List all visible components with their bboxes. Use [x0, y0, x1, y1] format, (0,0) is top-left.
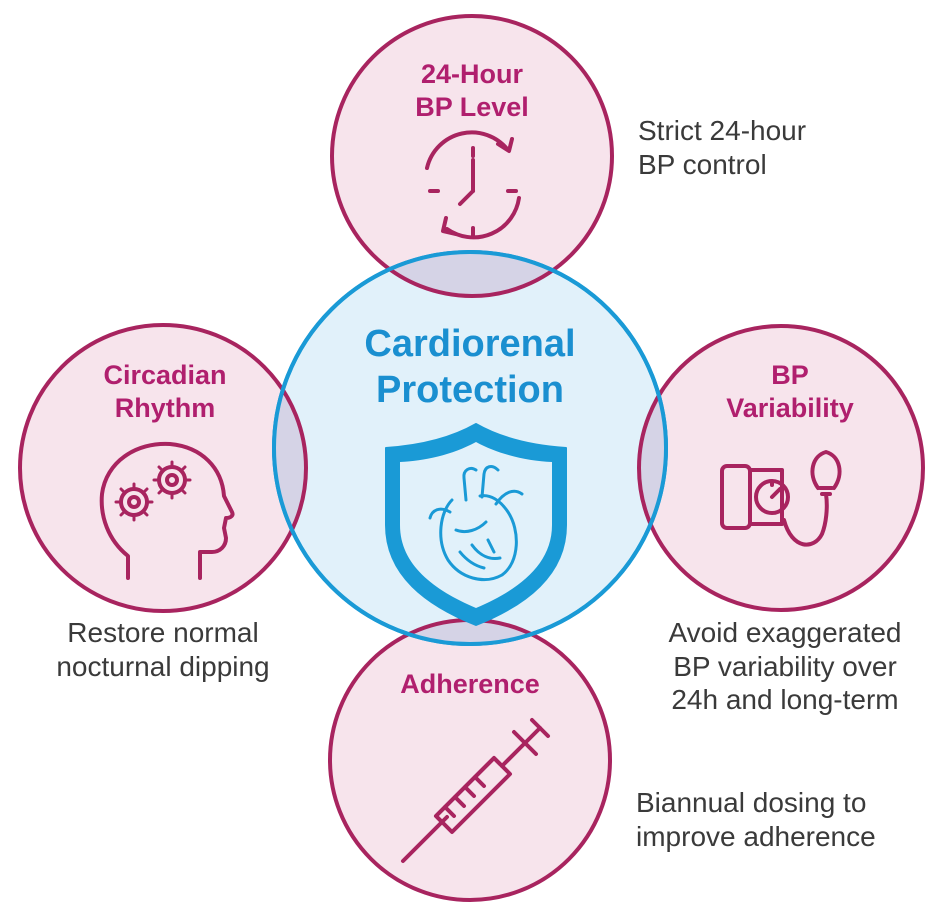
node-title-bottom-line1: Adherence: [370, 668, 570, 701]
desc-bottom-line1: Biannual dosing to: [636, 786, 876, 820]
node-title-right: BP Variability: [690, 359, 890, 425]
node-title-bottom: Adherence: [370, 668, 570, 701]
node-title-top: 24-Hour BP Level: [372, 58, 572, 124]
desc-right-line2: BP variability over: [640, 650, 930, 684]
desc-bottom-line2: improve adherence: [636, 820, 876, 854]
desc-right-line1: Avoid exaggerated: [640, 616, 930, 650]
node-title-left-line2: Rhythm: [65, 392, 265, 425]
desc-right: Avoid exaggerated BP variability over 24…: [640, 616, 930, 717]
desc-top-line1: Strict 24-hour: [638, 114, 806, 148]
desc-bottom: Biannual dosing to improve adherence: [636, 786, 876, 853]
center-title-line2: Protection: [330, 368, 610, 414]
center-title-line1: Cardiorenal: [330, 322, 610, 368]
node-title-top-line1: 24-Hour: [372, 58, 572, 91]
node-title-right-line1: BP: [690, 359, 890, 392]
desc-left: Restore normal nocturnal dipping: [18, 616, 308, 683]
desc-top: Strict 24-hour BP control: [638, 114, 806, 181]
node-title-left-line1: Circadian: [65, 359, 265, 392]
desc-top-line2: BP control: [638, 148, 806, 182]
node-title-top-line2: BP Level: [372, 91, 572, 124]
desc-left-line1: Restore normal: [18, 616, 308, 650]
center-title: Cardiorenal Protection: [330, 322, 610, 413]
node-title-right-line2: Variability: [690, 392, 890, 425]
desc-left-line2: nocturnal dipping: [18, 650, 308, 684]
desc-right-line3: 24h and long-term: [640, 683, 930, 717]
node-title-left: Circadian Rhythm: [65, 359, 265, 425]
node-circle-bottom: [330, 620, 610, 900]
